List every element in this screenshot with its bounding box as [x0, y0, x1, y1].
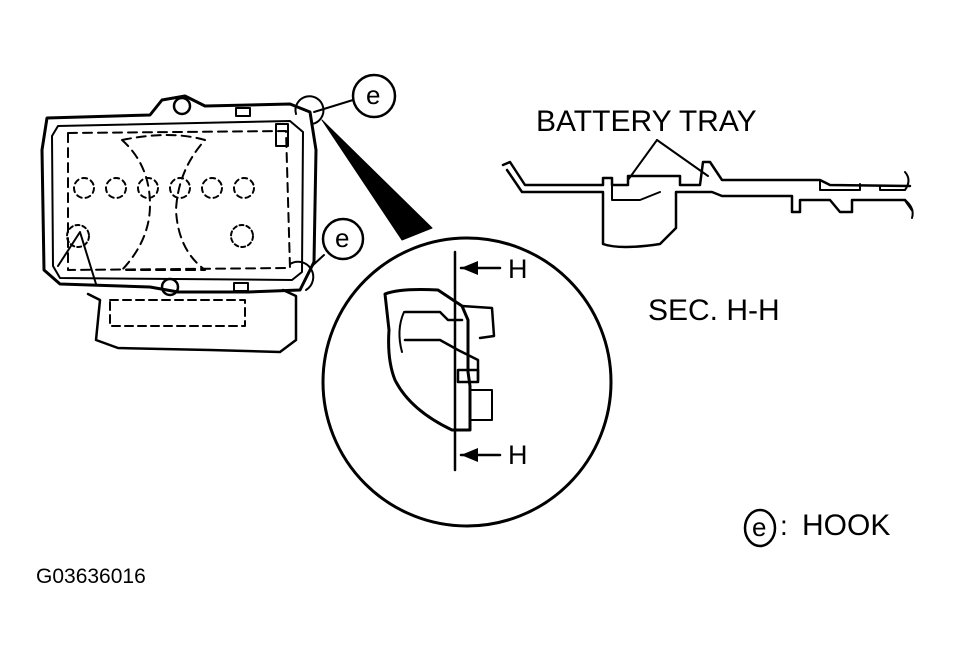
legend-hook-letter: e	[752, 512, 767, 542]
legend-hook-text: HOOK	[802, 509, 891, 542]
hook-callout-bottom	[289, 217, 365, 291]
detail-leader-wedge	[321, 119, 433, 241]
legend-hook-circle	[743, 508, 777, 548]
hook-callout-top	[294, 73, 397, 125]
battery-tray-top-view	[40, 94, 318, 354]
section-arrow-top	[459, 261, 502, 275]
battery-tray-label: BATTERY TRAY	[536, 105, 757, 138]
figure-code: G03636016	[36, 565, 146, 588]
callout-letter-bottom: e	[335, 223, 350, 253]
section-arrow-bottom	[459, 448, 502, 462]
section-marker-top: H	[508, 254, 528, 284]
detail-view	[321, 236, 613, 528]
section-marker-bottom: H	[508, 440, 528, 470]
legend-separator: :	[780, 510, 788, 541]
section-title: SEC. H-H	[648, 294, 780, 327]
callout-letter-top: e	[366, 80, 381, 110]
section-hh-view	[501, 139, 914, 249]
